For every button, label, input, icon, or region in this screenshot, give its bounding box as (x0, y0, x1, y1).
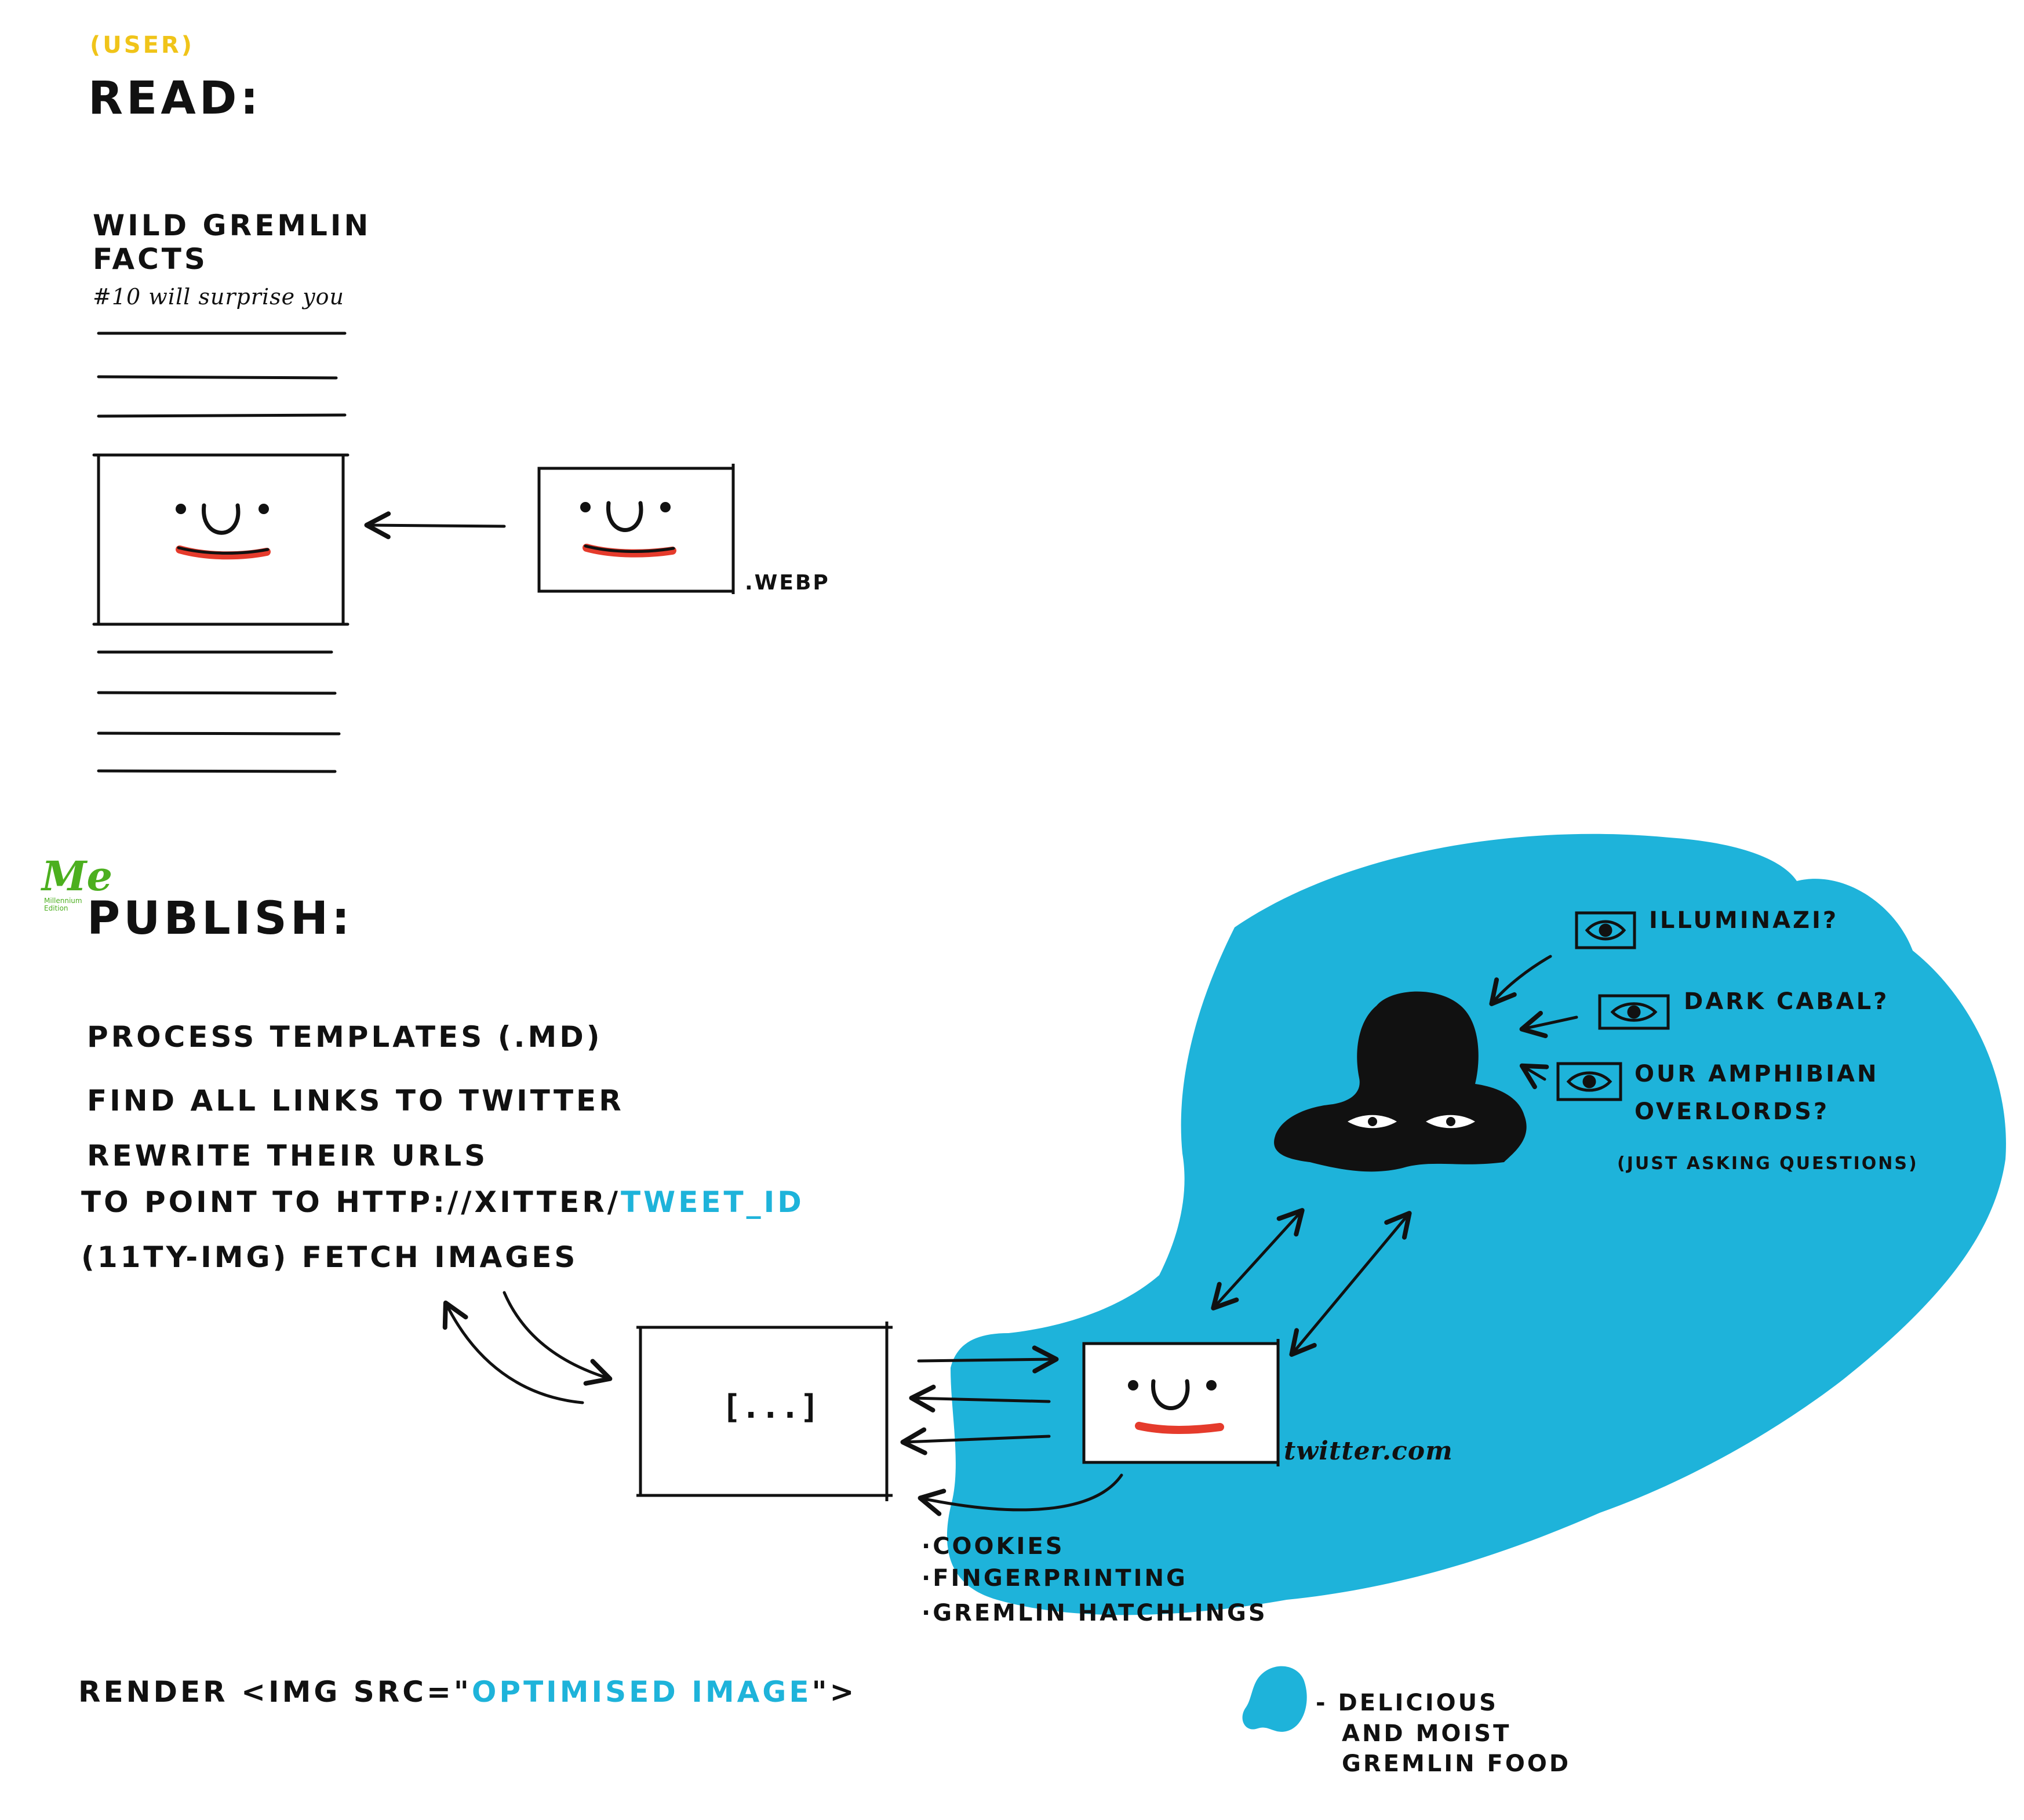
article-subtitle: #10 will surprise you (93, 284, 345, 310)
webp-image (537, 464, 735, 594)
user-role-label: (USER) (90, 32, 194, 59)
legend-blob (1242, 1666, 1307, 1732)
legend-line-1: - DELICIOUS (1316, 1690, 1498, 1716)
article-mock (92, 332, 350, 773)
render-step-suffix: "> (811, 1675, 857, 1709)
publish-heading: PUBLISH: (87, 893, 354, 945)
read-heading: READ: (88, 72, 262, 125)
face-icon (176, 503, 271, 560)
arrow (442, 1300, 584, 1404)
webp-label: .WEBP (745, 571, 830, 595)
conspiracy-label-amphibian: OUR AMPHIBIAN (1635, 1061, 1879, 1087)
twitter-label: twitter.com (1284, 1436, 1453, 1466)
article-title-line1: WILD GREMLIN (93, 209, 372, 242)
render-step-prefix: RENDER <IMG SRC=" (78, 1675, 472, 1709)
me-logo: Me (42, 852, 113, 900)
face-icon (580, 501, 676, 558)
eye-icon (1556, 1062, 1622, 1101)
render-step: RENDER <IMG SRC="OPTIMISED IMAGE"> (78, 1675, 857, 1709)
step-fetch-images: (11TY-IMG) FETCH IMAGES (81, 1240, 578, 1274)
conspiracy-label-dark-cabal: DARK CABAL? (1684, 988, 1890, 1015)
legend-line-2: AND MOIST (1342, 1720, 1512, 1747)
article-title-line2: FACTS (93, 242, 208, 276)
conspiracy-label-overlords: OVERLORDS? (1635, 1098, 1830, 1125)
legend-line-3: GREMLIN FOOD (1342, 1750, 1571, 1777)
pipeline-box-label: [...] (722, 1388, 820, 1426)
tweet-id-highlight: TWEET_ID (620, 1185, 804, 1219)
arrow (364, 511, 506, 540)
eye-icon (1598, 994, 1670, 1030)
conspiracy-label-illuminazi: ILLUMINAZI? (1649, 907, 1839, 934)
arrow (503, 1291, 613, 1386)
side-effect-item: ·GREMLIN HATCHLINGS (922, 1600, 1268, 1626)
step-process-templates: PROCESS TEMPLATES (.md) (87, 1020, 603, 1054)
side-effect-item: ·FINGERPRINTING (922, 1565, 1188, 1592)
optimised-image-highlight: OPTIMISED IMAGE (471, 1675, 812, 1709)
twitter-image (1082, 1339, 1280, 1466)
dark-figure (1274, 991, 1527, 1172)
step-find-links: FIND ALL LINKS TO TWITTER (87, 1084, 624, 1118)
request-arrows (900, 1345, 1123, 1516)
side-effect-item: ·COOKIES (922, 1533, 1065, 1560)
me-logo-subtitle: Millennium Edition (44, 897, 82, 912)
eye-icon (1575, 911, 1636, 949)
conspiracy-footnote: (JUST ASKING QUESTIONS) (1617, 1153, 1919, 1174)
step-rewrite-urls: REWRITE THEIR URLS (87, 1139, 489, 1173)
pipeline-box (636, 1322, 893, 1501)
data-flow-arrows (1211, 955, 1578, 1357)
step-point-to-xitter-prefix: TO POINT TO HTTP://XITTER/ (81, 1185, 621, 1219)
gremlin-food-blob (947, 833, 2006, 1615)
step-point-to-xitter: TO POINT TO HTTP://XITTER/TWEET_ID (81, 1185, 804, 1219)
